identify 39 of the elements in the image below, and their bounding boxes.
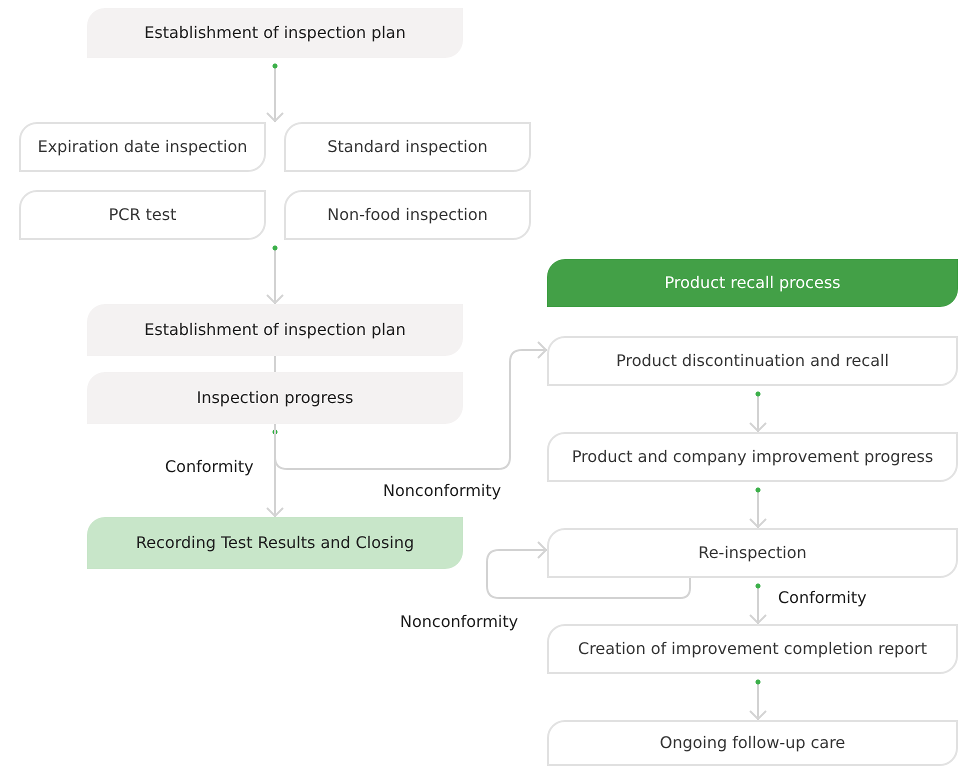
process-box [87,304,463,356]
box-label: Product recall process [664,273,840,293]
box-label: Product and company improvement progress [572,447,934,467]
header-box [547,259,958,307]
process-box [19,190,266,240]
process-box [547,624,958,674]
arrow [749,392,767,432]
arrow [486,541,691,599]
result-box [87,517,463,569]
arrow [266,246,284,304]
box-label: Re-inspection [698,543,807,563]
box-label: Non-food inspection [327,205,488,225]
box-label: Recording Test Results and Closing [136,533,414,553]
arrow [749,488,767,528]
connector-line [274,356,276,372]
process-box [87,372,463,424]
edge-label: Conformity [776,588,869,607]
process-box [547,528,958,578]
box-label: Ongoing follow-up care [660,733,846,753]
box-label: Establishment of inspection plan [144,23,406,43]
arrow [266,430,284,517]
box-label: Creation of improvement completion report [578,639,927,659]
edge-label: Conformity [163,457,256,476]
box-label: PCR test [108,205,176,225]
box-label: Establishment of inspection plan [144,320,406,340]
arrow [274,341,547,470]
process-box [284,190,531,240]
box-label: Expiration date inspection [38,137,248,157]
box-label: Standard inspection [327,137,488,157]
process-box [547,336,958,386]
box-label: Product discontinuation and recall [616,351,889,371]
arrow [749,680,767,720]
box-label: Inspection progress [196,388,354,408]
process-box [547,432,958,482]
process-box [19,122,266,172]
process-box [547,720,958,766]
process-box [284,122,531,172]
arrow [749,584,767,624]
arrow [266,64,284,122]
